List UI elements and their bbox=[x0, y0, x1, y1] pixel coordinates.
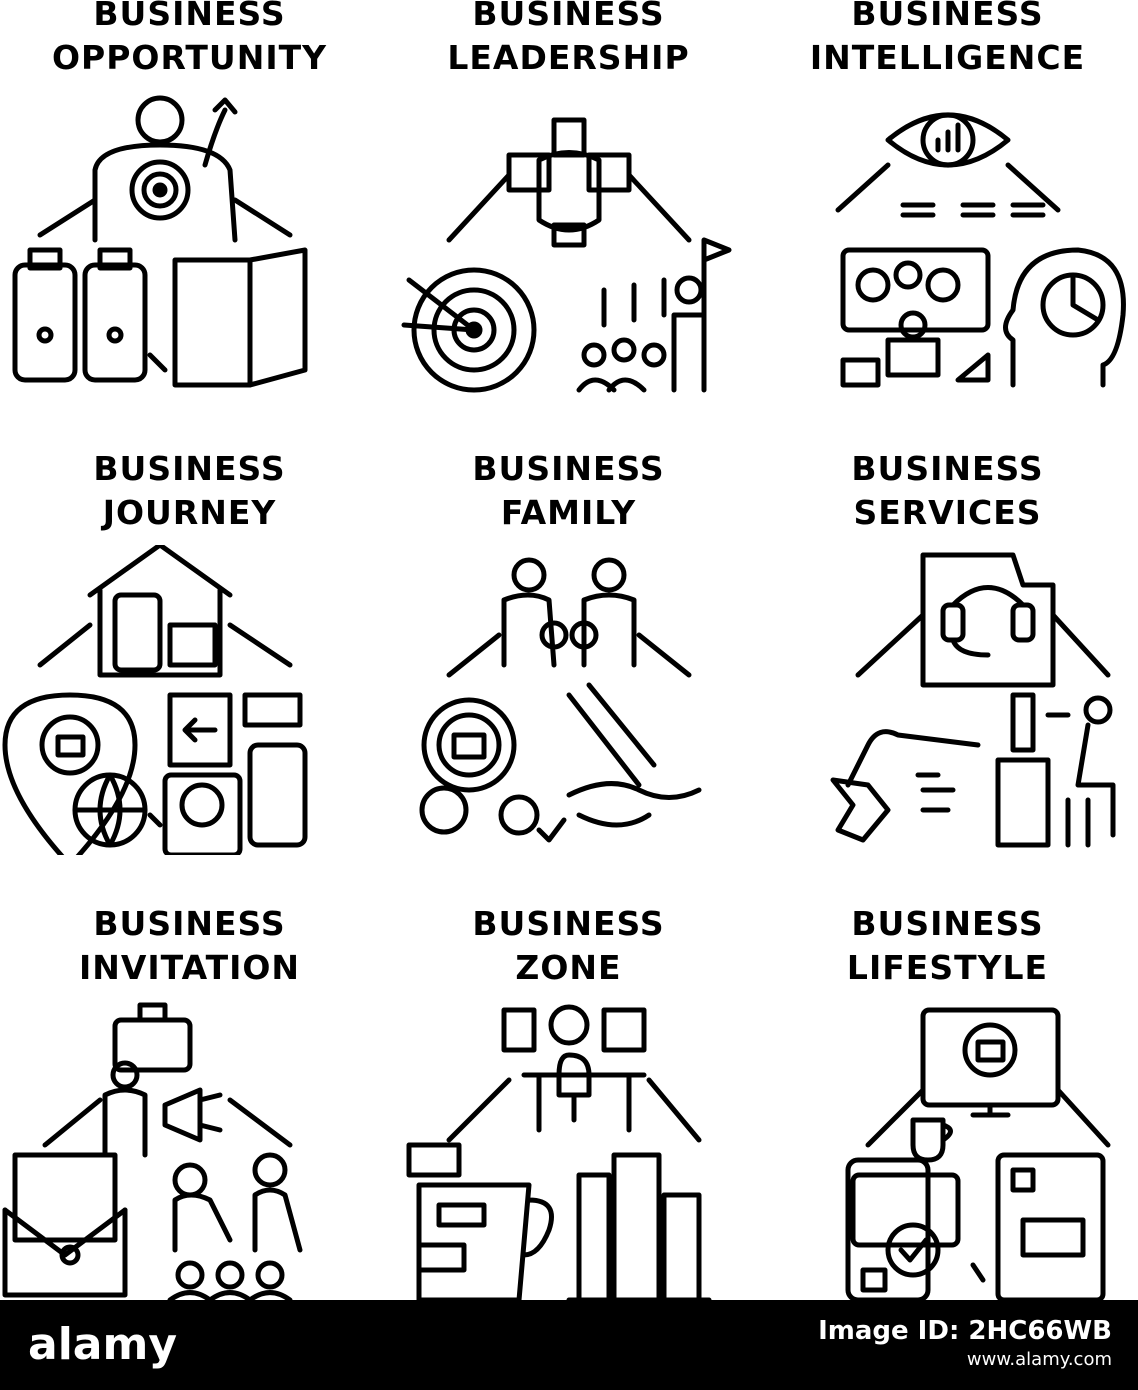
cell-business-lifestyle: BUSINESS LIFESTYLE bbox=[758, 904, 1137, 1350]
cell-title-line1: BUSINESS bbox=[93, 904, 286, 943]
cell-title-line1: BUSINESS bbox=[93, 449, 286, 488]
family-icon bbox=[379, 545, 758, 855]
zone-icon bbox=[379, 1000, 758, 1310]
cell-business-zone: BUSINESS ZONE bbox=[379, 904, 758, 1350]
cell-business-intelligence: BUSINESS INTELLIGENCE bbox=[758, 0, 1137, 440]
cell-title-line1: BUSINESS bbox=[93, 0, 286, 33]
cell-title-line1: BUSINESS bbox=[472, 0, 665, 33]
cell-title-line2: OPPORTUNITY bbox=[51, 38, 328, 77]
cell-title-line1: BUSINESS bbox=[472, 449, 665, 488]
cell-title-line2: JOURNEY bbox=[102, 493, 277, 532]
cell-title-line2: INTELLIGENCE bbox=[809, 38, 1086, 77]
journey-icon bbox=[0, 542, 379, 868]
cell-title-line2: LEADERSHIP bbox=[447, 38, 690, 77]
watermark-footer: alamy Image ID: 2HC66WB www.alamy.com bbox=[0, 1300, 1138, 1390]
opportunity-icon bbox=[0, 90, 379, 400]
services-icon bbox=[758, 545, 1137, 855]
image-id: Image ID: 2HC66WB bbox=[818, 1316, 1112, 1346]
footer-meta: Image ID: 2HC66WB www.alamy.com bbox=[818, 1316, 1112, 1374]
cell-title-line1: BUSINESS bbox=[851, 904, 1044, 943]
invitation-icon bbox=[0, 1000, 379, 1310]
intelligence-icon bbox=[758, 90, 1137, 400]
cell-business-invitation: BUSINESS INVITATION bbox=[0, 904, 379, 1350]
cell-title-line2: SERVICES bbox=[853, 493, 1042, 532]
cell-title-line2: INVITATION bbox=[78, 948, 301, 987]
cell-title-line1: BUSINESS bbox=[851, 0, 1044, 33]
cell-title-line1: BUSINESS bbox=[851, 449, 1044, 488]
lifestyle-icon bbox=[758, 1000, 1137, 1310]
cell-business-leadership: BUSINESS LEADERSHIP bbox=[379, 0, 758, 440]
cell-business-opportunity: BUSINESS OPPORTUNITY bbox=[0, 0, 379, 440]
alamy-logo: alamy bbox=[28, 1319, 177, 1370]
cell-business-journey: BUSINESS JOURNEY bbox=[0, 449, 379, 895]
cell-title-line2: FAMILY bbox=[500, 493, 637, 532]
cell-business-services: BUSINESS SERVICES bbox=[758, 449, 1137, 895]
cell-title-line2: ZONE bbox=[515, 948, 622, 987]
cell-title-line2: LIFESTYLE bbox=[846, 948, 1049, 987]
cell-business-family: BUSINESS FAMILY bbox=[379, 449, 758, 895]
cell-title-line1: BUSINESS bbox=[472, 904, 665, 943]
site-url: www.alamy.com bbox=[966, 1349, 1112, 1370]
leadership-icon bbox=[379, 90, 758, 400]
